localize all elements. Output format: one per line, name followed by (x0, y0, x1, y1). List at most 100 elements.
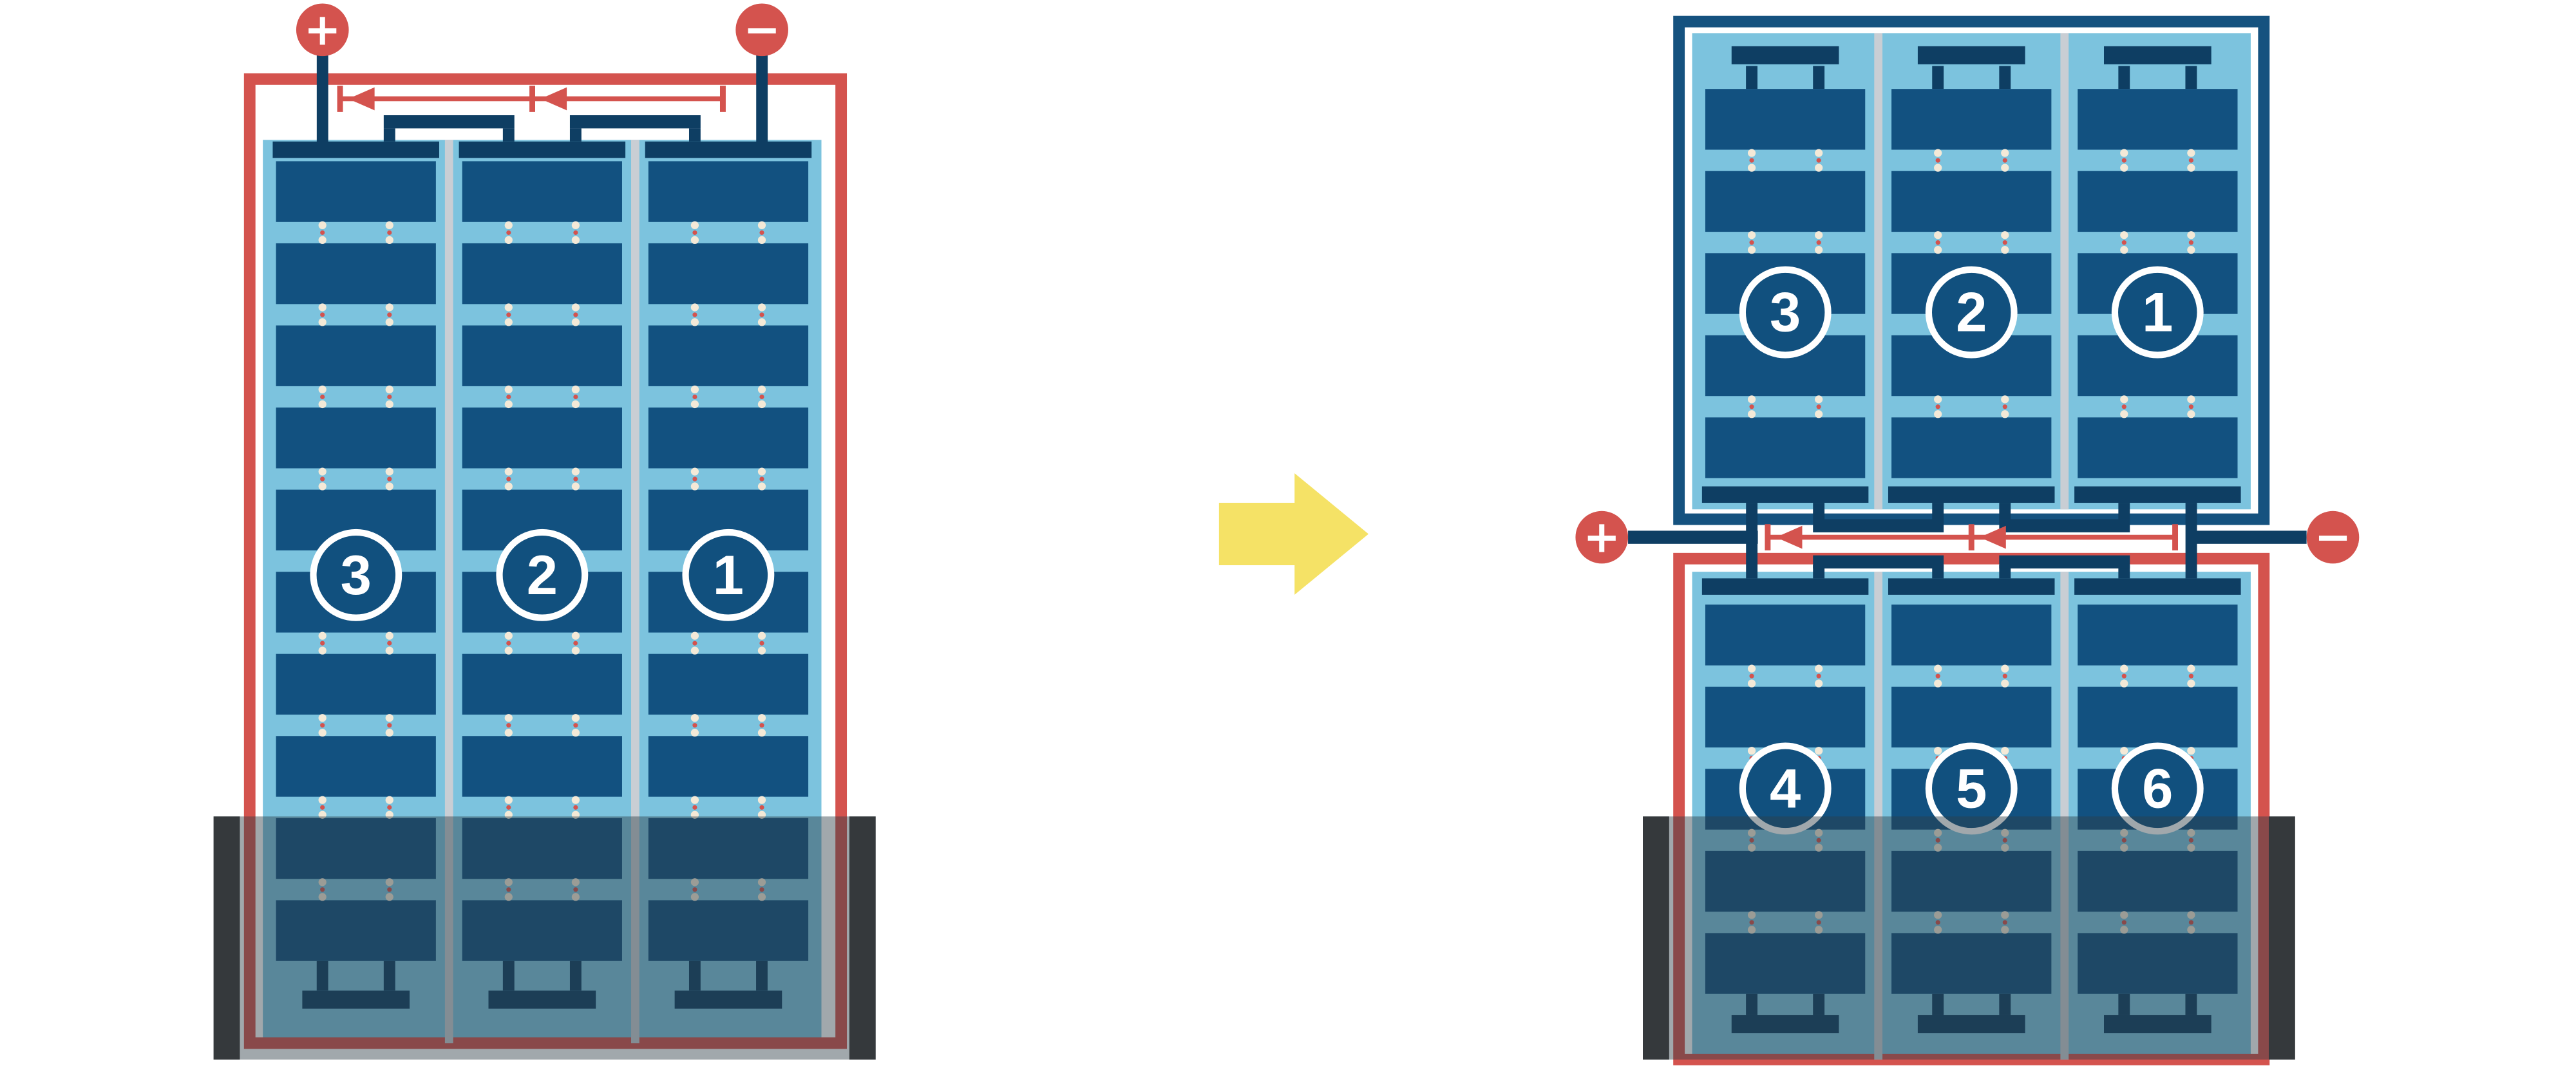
solar-cell (1891, 933, 2052, 994)
busbar-dot (1747, 395, 1756, 404)
busbar-dot (757, 714, 766, 722)
busbar-dot-red (1749, 240, 1754, 245)
busbar-dot (385, 482, 393, 491)
busbar-dot (757, 878, 766, 886)
solar-cell (648, 736, 809, 797)
busbar-dot (571, 236, 580, 244)
busbar-dot (504, 646, 513, 655)
busbar-dot (504, 810, 513, 819)
right-bottom-panel-cell-grid (1701, 555, 2241, 1060)
busbar-dot (2187, 246, 2195, 254)
string-label: 2 (496, 529, 589, 621)
string-separator (444, 140, 453, 1044)
left-plus-terminal-icon: + (296, 3, 349, 57)
busbar-dot-red (759, 805, 764, 810)
minus-sign: − (743, 4, 781, 55)
string-header-busbar (459, 141, 626, 158)
busbar-dot (2187, 231, 2195, 239)
string-header-busbar (2074, 486, 2241, 503)
right-plus-terminal-icon: + (1575, 511, 1629, 564)
busbar-dot (318, 729, 327, 737)
busbar-dot-red (506, 887, 511, 892)
busbar-dot (2120, 747, 2128, 755)
busbar-dot (504, 714, 513, 722)
bridge-leg (1813, 503, 1825, 520)
busbar-dot (1934, 679, 1942, 688)
busbar-dot (757, 796, 766, 804)
busbar-dot (2001, 829, 2009, 837)
minus-terminal-circle (2306, 511, 2360, 564)
busbar-dot-red (506, 230, 511, 235)
busbar-dot-red (759, 641, 764, 646)
busbar-dot (504, 221, 513, 230)
busbar-dot-red (506, 723, 511, 728)
busbar-dot (2001, 149, 2009, 157)
solar-cell (648, 243, 809, 304)
busbar-dot (2001, 395, 2009, 404)
u-turn-stub (2185, 66, 2197, 89)
solar-cell (1705, 933, 1866, 994)
string-label-circle (682, 529, 775, 621)
busbar-dot (2120, 410, 2128, 418)
busbar-dot (385, 714, 393, 722)
solar-cell (276, 736, 436, 797)
solar-cell (276, 243, 436, 304)
busbar-dot (571, 878, 580, 886)
u-turn-stub (383, 960, 395, 991)
bridge-leg (383, 128, 395, 142)
busbar-dot (757, 810, 766, 819)
minus-terminal-lead (2192, 530, 2307, 544)
busbar-dot (1815, 747, 1823, 755)
busbar-dot (1815, 829, 1823, 837)
busbar-dot-red (320, 230, 325, 235)
solar-cell (1705, 850, 1866, 912)
busbar-dot-red (1935, 838, 1940, 843)
right-arrowhead-icon (1979, 525, 2006, 549)
busbar-dot-red (2121, 838, 2126, 843)
busbar-dot (2120, 231, 2128, 239)
busbar-dot (2120, 843, 2128, 852)
busbar-dot-red (1935, 404, 1940, 409)
bridge-leg (1999, 503, 2011, 520)
busbar-dot-red (2121, 920, 2126, 925)
busbar-dot-red (2188, 838, 2193, 843)
busbar-dot (2001, 246, 2009, 254)
string-separator (2060, 33, 2069, 510)
left-diagram: + − 3 2 1 (213, 3, 876, 1060)
transition-arrow-icon (1218, 473, 1368, 595)
busbar-dot (1747, 926, 1756, 934)
string-header-busbar (1701, 578, 1869, 595)
string-label-circle (1739, 742, 1832, 835)
busbar-dot-red (2188, 240, 2193, 245)
busbar-dot (385, 796, 393, 804)
u-turn-stub (2118, 993, 2130, 1015)
string-number: 4 (1770, 757, 1801, 820)
string-number: 1 (2142, 281, 2173, 344)
busbar-dot-red (2002, 404, 2007, 409)
busbar-dot (504, 796, 513, 804)
busbar-dot (385, 632, 393, 640)
busbar-dot (1815, 246, 1823, 254)
busbar-dot (385, 467, 393, 476)
busbar-dot (757, 236, 766, 244)
solar-cell (1705, 89, 1866, 150)
busbar-dot (1815, 410, 1823, 418)
busbar-dot (690, 482, 699, 491)
busbar-dot (1747, 679, 1756, 688)
busbar-dot-red (387, 476, 392, 482)
busbar-dot (690, 878, 699, 886)
busbar-dot-red (320, 887, 325, 892)
busbar-dot-red (1935, 158, 1940, 163)
right-diagram: + − 3 2 1 4 (1575, 15, 2360, 1065)
solar-cell (2078, 171, 2238, 232)
busbar-dot (2001, 164, 2009, 172)
string-label-circle (1739, 266, 1832, 359)
string-number: 6 (2142, 757, 2173, 820)
solar-cell (1705, 417, 1866, 478)
solar-cell (1891, 604, 2052, 666)
bridge-bar (1999, 555, 2130, 569)
busbar-dot-red (2002, 838, 2007, 843)
busbar-dot (690, 467, 699, 476)
solar-cell (1891, 171, 2052, 232)
busbar-dot (690, 385, 699, 394)
